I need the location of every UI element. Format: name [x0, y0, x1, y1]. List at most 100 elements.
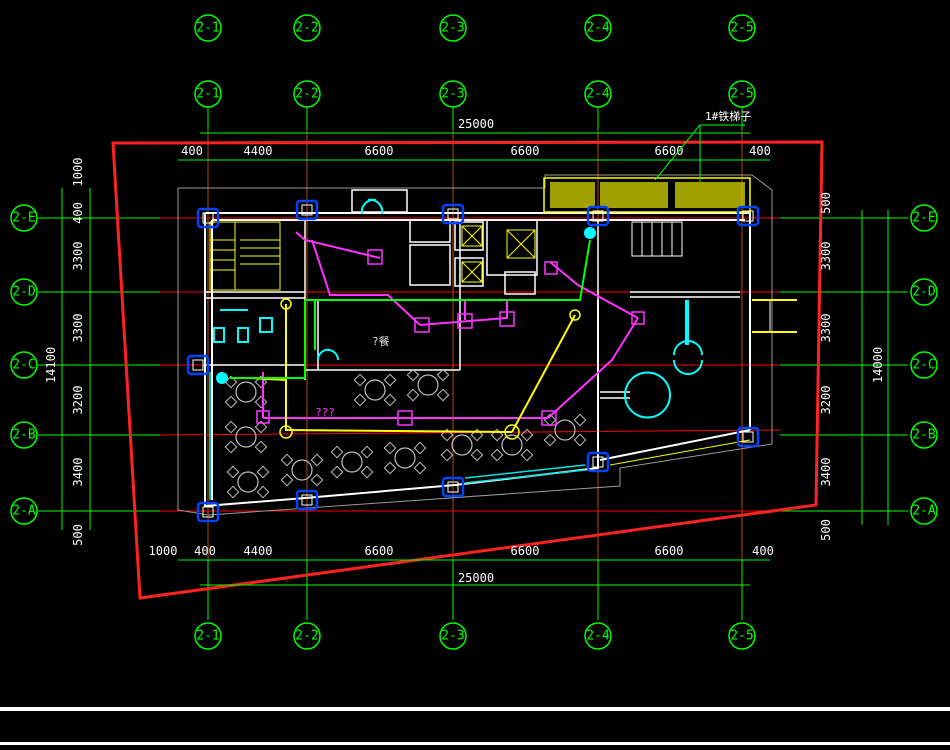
stairs-right [631, 221, 683, 257]
grid-bubble-label: 2-D [12, 285, 36, 300]
dimension-text: 500 [819, 519, 833, 541]
b-pipe-nodes [279, 298, 581, 440]
grid-bubble-2-D: 2-D [10, 278, 38, 306]
sprinkler-pipes [262, 231, 639, 419]
grid-bubble-label: 2-D [912, 285, 936, 300]
stairs-left [209, 221, 281, 291]
dimension-text: 400 [749, 144, 771, 158]
dimension-text: 1000 [149, 544, 178, 558]
dimension-text: 6600 [655, 544, 684, 558]
grid-bubble-label: 2-2 [295, 21, 318, 36]
dimension-text: 14100 [44, 347, 58, 383]
dimension-text: 14000 [871, 347, 885, 383]
dimension-text: 3400 [819, 458, 833, 487]
right-balcony [752, 299, 797, 333]
dimension-text: 25000 [458, 571, 494, 585]
grid-bubble-2-E: 2-E [10, 204, 38, 232]
dining-set [543, 413, 587, 447]
grid-bubble-2-4: 2-4 [584, 14, 612, 42]
footer-band-top [0, 707, 950, 711]
grid-bubble-label: 2-4 [586, 21, 610, 36]
grid-bubble-label: 2-3 [441, 629, 464, 644]
grid-bubble-2-3: 2-3 [439, 14, 467, 42]
structural-columns [186, 199, 760, 523]
dimension-text: 4400 [244, 144, 273, 158]
dimension-text: 400 [194, 544, 216, 558]
grid-bubble-2-4: 2-4 [584, 80, 612, 108]
dimension-text: 3200 [71, 386, 85, 415]
grid-bubble-label: 2-B [912, 428, 936, 443]
grid-bubble-label: 2-1 [196, 87, 219, 102]
grid-bubble-2-A: 2-A [910, 497, 938, 525]
grid-bubble-label: 2-C [912, 358, 935, 373]
grid-bubble-label: 2-B [12, 428, 36, 443]
dimension-text: 3400 [71, 458, 85, 487]
grid-bubble-label: 2-1 [196, 21, 219, 36]
row-grid-bubbles: 2-E 2-E 2-D 2-D 2-C 2-C 2-B 2-B 2-A 2-A [10, 204, 938, 525]
grid-bubble-label: 2-E [12, 211, 35, 226]
dimension-text: 3300 [819, 242, 833, 271]
room-mark: ?餐 [372, 334, 390, 348]
grid-bubble-2-B: 2-B [10, 421, 38, 449]
dining-set [383, 441, 427, 475]
grid-bubble-label: 2-3 [441, 21, 464, 36]
dining-set [440, 428, 484, 462]
grid-bubble-2-D: 2-D [910, 278, 938, 306]
dimension-text: 4400 [244, 544, 273, 558]
dining-set [224, 375, 268, 409]
grid-bubble-label: 2-4 [586, 629, 610, 644]
grid-bubble-2-4: 2-4 [584, 622, 612, 650]
exterior-walls [204, 212, 751, 508]
dimension-text: 400 [752, 544, 774, 558]
grid-bubble-label: 2-5 [730, 21, 753, 36]
grid-bubble-label: 2-A [12, 504, 36, 519]
dimension-text: 3300 [71, 314, 85, 343]
grid-bubble-label: 2-E [912, 211, 935, 226]
column-grid-bubbles: 2-1 2-2 2-3 2-4 2-5 2-1 2-2 2-3 2-4 2-5 2-1 2-2 2-3 2… [194, 14, 756, 650]
grid-bubble-2-E: 2-E [910, 204, 938, 232]
dining-set [406, 368, 450, 402]
grid-bubble-2-1: 2-1 [194, 622, 222, 650]
grid-bubble-label: 2-3 [441, 87, 464, 102]
dimension-text: 500 [71, 524, 85, 546]
dining-set [353, 373, 397, 407]
grid-bubble-label: 2-A [912, 504, 936, 519]
site-boundary [111, 140, 824, 600]
dining-set [226, 465, 270, 499]
dimension-text: 1000 [71, 158, 85, 187]
grid-bubble-2-5: 2-5 [728, 622, 756, 650]
grid-bubble-label: 2-C [12, 358, 35, 373]
dimension-text: 400 [181, 144, 203, 158]
grid-bubble-label: 2-2 [295, 87, 318, 102]
grid-bubble-2-3: 2-3 [439, 80, 467, 108]
bottom-canopy [609, 439, 751, 466]
wire-marks: ??? [315, 406, 335, 419]
dimension-text: 25000 [458, 117, 494, 131]
dimension-text: 6600 [511, 544, 540, 558]
dimension-text: 6600 [365, 544, 394, 558]
grid-bubble-2-C: 2-C [910, 351, 938, 379]
elevator-shafts [461, 225, 536, 283]
dimension-text: 3300 [819, 314, 833, 343]
dining-set [280, 453, 324, 487]
grid-bubble-2-B: 2-B [910, 421, 938, 449]
grid-bubble-label: 2-1 [196, 629, 219, 644]
grid-bubble-label: 2-2 [295, 629, 318, 644]
fixtures [213, 198, 703, 419]
grid-bubble-label: 2-4 [586, 87, 610, 102]
facade-glazing [209, 372, 586, 500]
grid-bubble-2-2: 2-2 [293, 622, 321, 650]
grid-bubble-2-A: 2-A [10, 497, 38, 525]
grid-bubble-2-1: 2-1 [194, 80, 222, 108]
grid-bubble-2-C: 2-C [10, 351, 38, 379]
callout-label: 1#铁梯子 [705, 110, 751, 123]
roof-hatch-panels [543, 177, 751, 213]
grid-bubble-2-5: 2-5 [728, 80, 756, 108]
dimension-text: 3200 [819, 386, 833, 415]
grid-bubble-2-3: 2-3 [439, 622, 467, 650]
dimension-text: 6600 [365, 144, 394, 158]
grid-bubble-label: 2-5 [730, 629, 753, 644]
grid-bubble-2-1: 2-1 [194, 14, 222, 42]
dimension-text: 400 [71, 202, 85, 224]
